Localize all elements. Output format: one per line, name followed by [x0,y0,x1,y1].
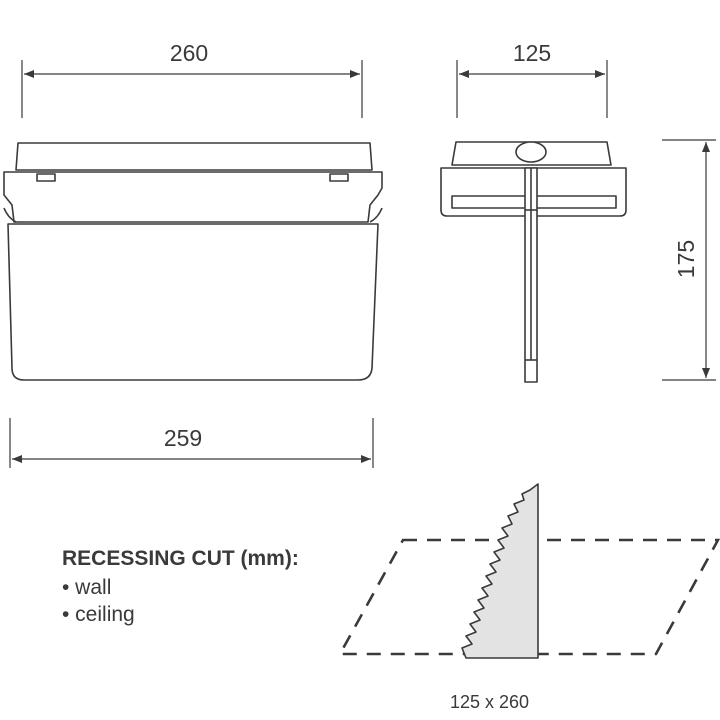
recessing-cut-size: 125 x 260 [450,692,530,712]
recessing-cut-title: RECESSING CUT (mm): [62,547,299,570]
dimension-front-bottom-width-label: 259 [164,425,202,451]
dimension-side-width [456,60,608,118]
luminaire-side-view [440,141,627,383]
dimension-side-height [662,139,716,381]
recessing-cut-item-ceiling: • ceiling [62,603,135,626]
dimension-front-top-width-label: 260 [170,40,208,66]
recessing-cut-diagram [337,483,720,659]
recessing-cut-item-wall: • wall [62,576,112,599]
dimension-front-bottom-width [9,418,374,468]
cut-outline [337,538,720,656]
wall-cut-shape [461,483,539,659]
dimension-side-width-label: 125 [513,40,551,66]
luminaire-front-view [3,142,383,381]
dimension-side-height-label: 175 [673,240,699,278]
dimension-front-top-width [21,60,363,118]
